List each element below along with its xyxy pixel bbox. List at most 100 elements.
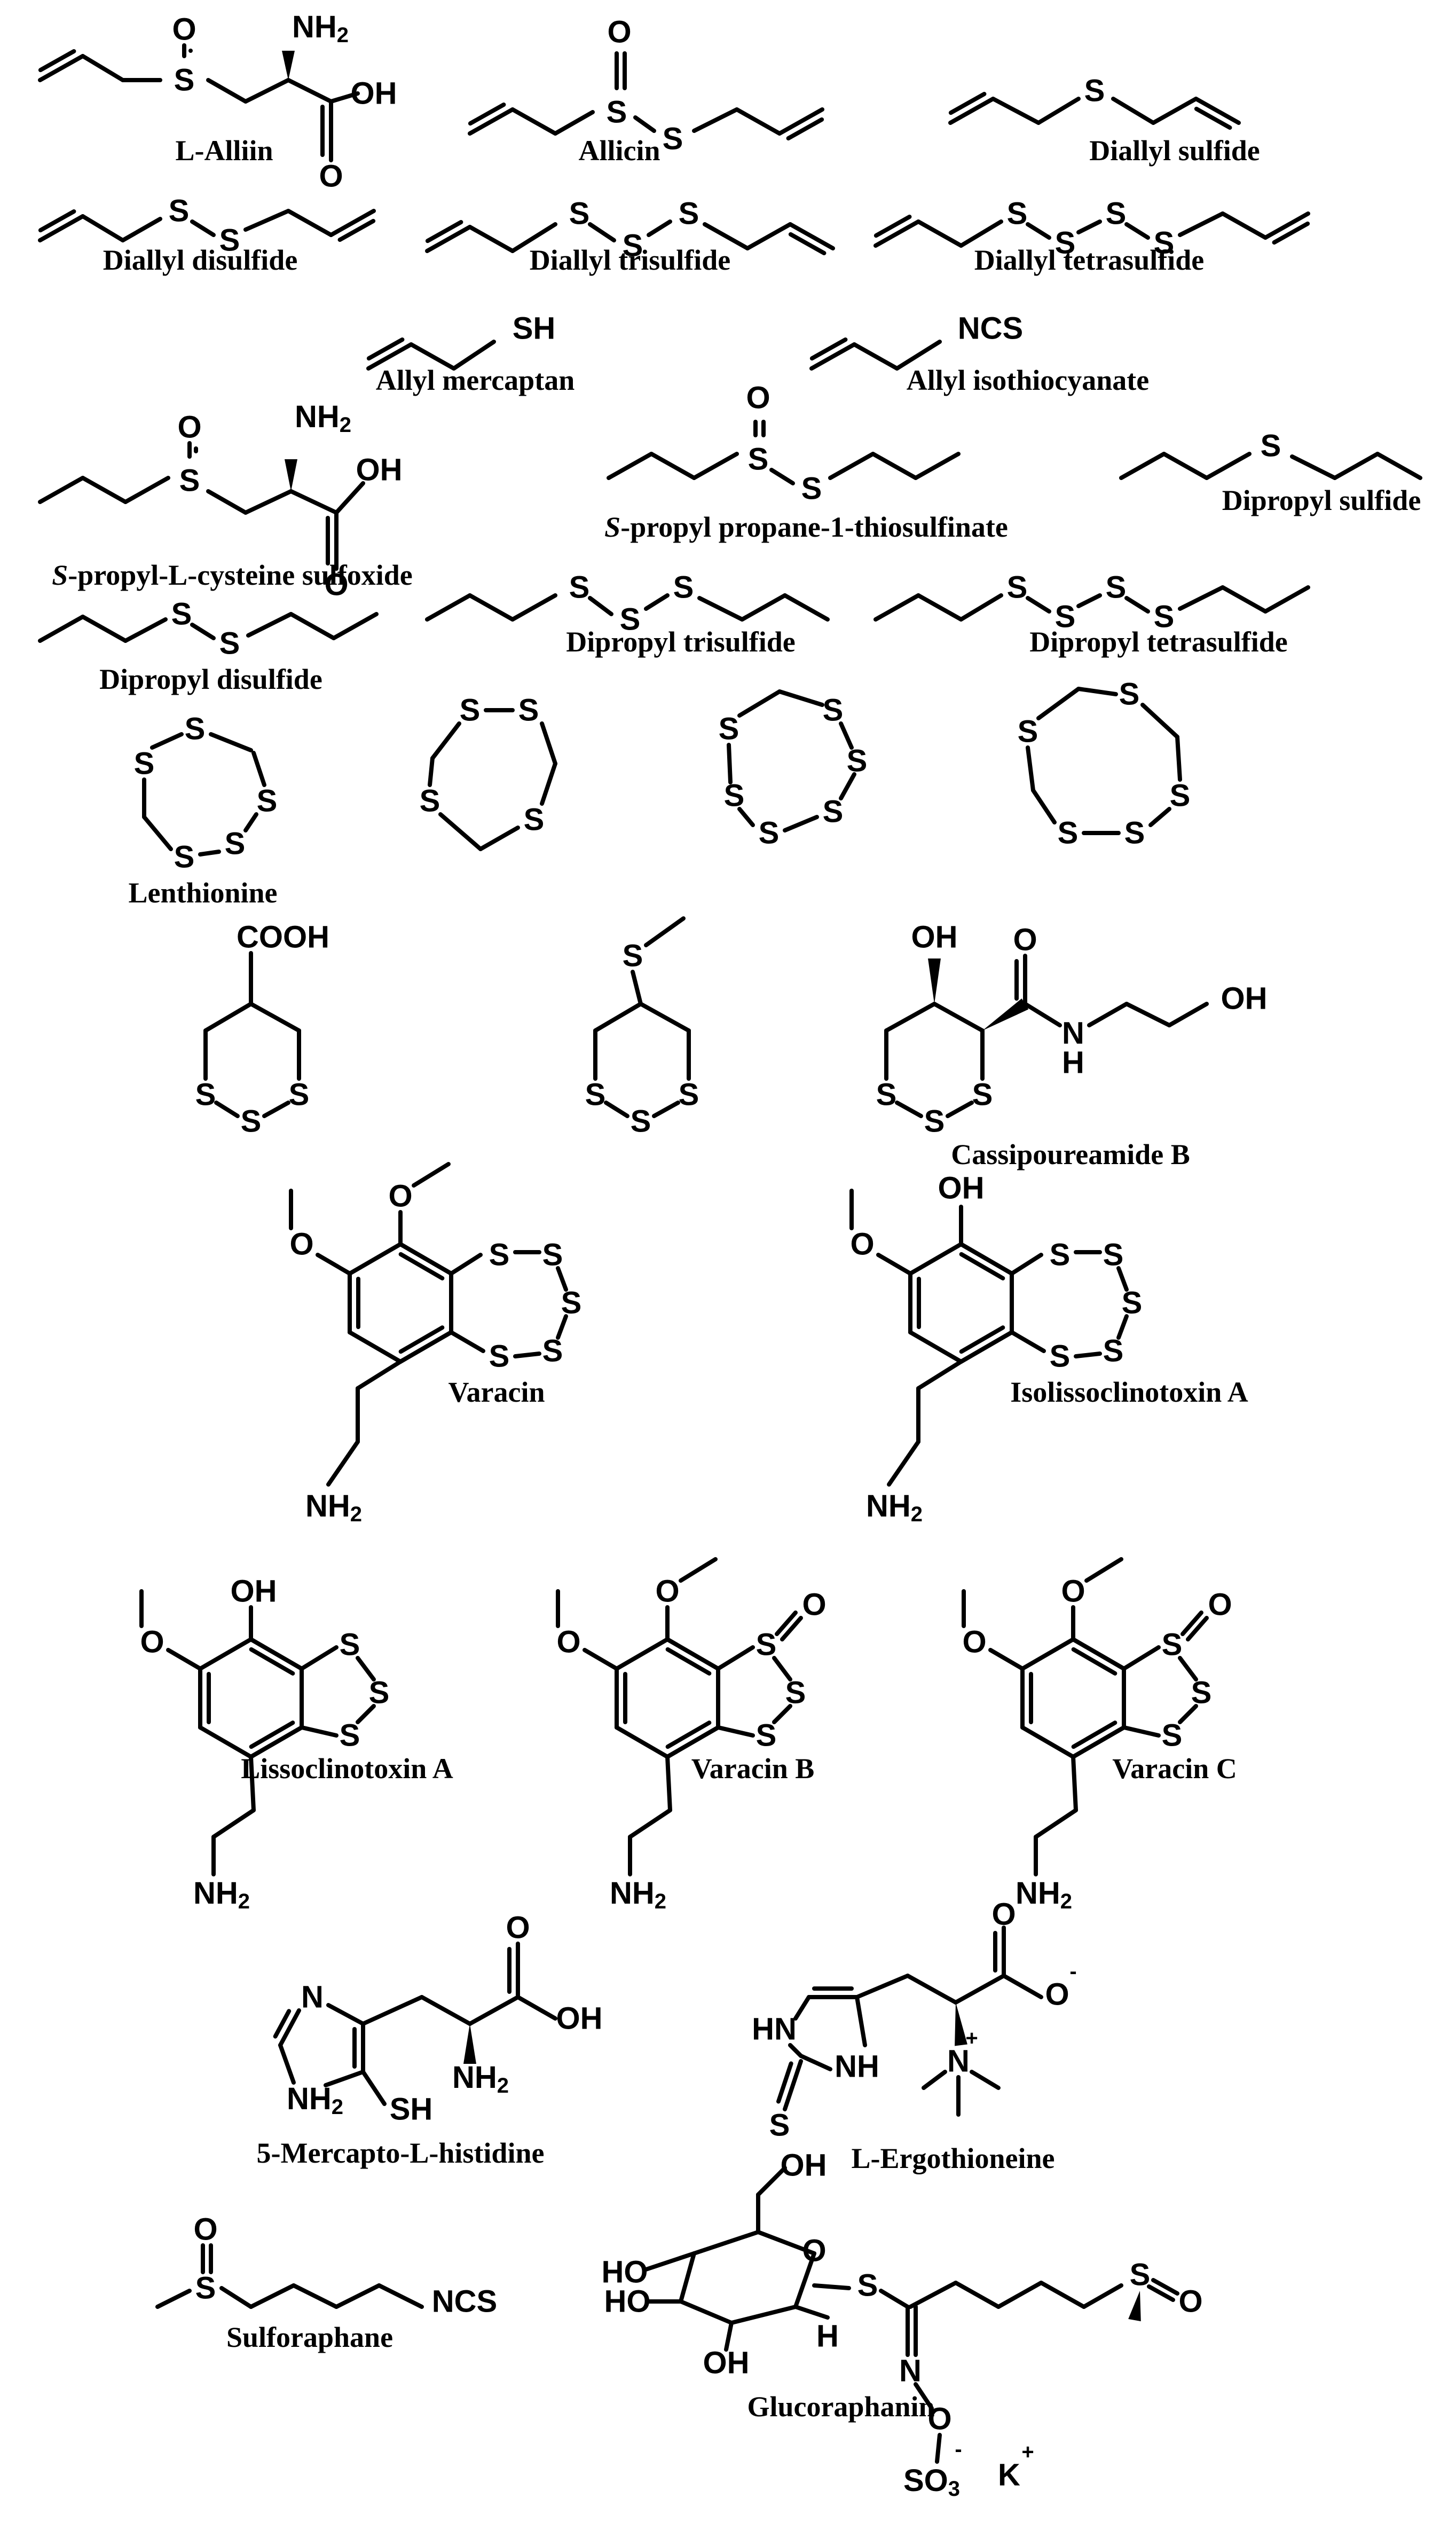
bond (510, 222, 557, 253)
bond (697, 596, 744, 622)
bond (1010, 1330, 1046, 1353)
sulfur-atom: S (1103, 1334, 1124, 1369)
bond (1076, 219, 1102, 234)
bond (895, 340, 942, 371)
bond (249, 1637, 304, 1671)
bond (828, 452, 875, 480)
bond (324, 2070, 365, 2087)
bond (190, 623, 216, 640)
bond (425, 225, 472, 253)
sulfur-atom: S (1170, 779, 1191, 813)
sulfur-atom: S (876, 1078, 897, 1112)
bond (1026, 745, 1035, 792)
compound-name: Diallyl disulfide (103, 244, 298, 276)
bond (1036, 687, 1081, 720)
sulfur-atom: S (169, 194, 190, 229)
bond (316, 1253, 352, 1276)
benzene-ring (1020, 1637, 1075, 1671)
bond (142, 815, 173, 851)
wedge-bond (282, 51, 295, 80)
bond (361, 2070, 387, 2106)
oxygen-atom: O (1013, 923, 1037, 957)
oxygen-atom: O (746, 381, 770, 415)
hydroxyl-group: HO (602, 2255, 648, 2290)
sulfur-atom: S (679, 197, 699, 231)
bond (716, 1725, 755, 1738)
bond (593, 1002, 643, 1033)
bond (783, 593, 830, 622)
sulfur-atom: S (219, 223, 240, 258)
bond (1178, 211, 1225, 237)
sulfur-atom: S (420, 784, 440, 819)
bond (150, 732, 184, 750)
bond (692, 107, 739, 133)
bond (1178, 1656, 1198, 1682)
sulfur-atom: S (1103, 1238, 1124, 1272)
bond (249, 2283, 296, 2309)
compound-name: Glucoraphanin (747, 2391, 934, 2423)
sulfur-atom: S (1191, 1676, 1212, 1710)
sulfur-atom: S (1050, 1238, 1071, 1272)
bond (289, 489, 339, 515)
wedge-bond (1128, 2291, 1141, 2322)
oxygen-atom: O (1208, 1588, 1232, 1622)
amine-group: NH2 (1016, 1876, 1072, 1914)
bond (398, 1330, 453, 1364)
compound-name: Allicin (578, 135, 660, 167)
bond (334, 2283, 381, 2309)
pyranose-ring (756, 2230, 816, 2256)
benzene-ring (908, 1330, 963, 1364)
bond (1116, 1266, 1129, 1292)
double-bond-line (1194, 106, 1232, 130)
sulfur-atom: S (1050, 1339, 1071, 1374)
double-bond-line (1071, 1647, 1117, 1676)
potassium-ion: K (998, 2458, 1020, 2493)
double-bond-line (366, 337, 405, 361)
compound-name: Varacin B (691, 1753, 815, 1785)
sulfur-atom: S (171, 597, 192, 632)
bond (332, 612, 379, 640)
bond (513, 1352, 541, 1358)
pyranose-ring (793, 2251, 816, 2309)
sulfur-atom: S (1162, 1628, 1183, 1662)
bond (879, 2289, 910, 2309)
benzene-ring (1020, 1725, 1075, 1759)
sulfur-atom: S (1130, 2258, 1151, 2292)
bond (644, 2251, 696, 2272)
bond (775, 1610, 798, 1636)
bond (468, 107, 515, 136)
bond (1031, 788, 1057, 824)
bond (783, 815, 819, 832)
sulfur-atom: S (1162, 1718, 1183, 1753)
bond (737, 807, 755, 827)
hydroxyl-group: OH (938, 1171, 985, 1206)
double-bond-line (425, 219, 463, 243)
bond (788, 222, 835, 250)
hydrogen-atom: H (1062, 1046, 1084, 1080)
bond (737, 689, 782, 718)
bond (665, 1755, 672, 1812)
bond (644, 916, 686, 947)
sulfur-atom: S (369, 1676, 390, 1710)
sulfur-atom: S (460, 693, 481, 728)
bond (452, 340, 496, 371)
thiol-group: SH (513, 311, 556, 346)
bond (1087, 1002, 1129, 1027)
bond (377, 2283, 424, 2309)
bond (468, 1995, 520, 2026)
bond (1205, 452, 1252, 480)
compound-name: Diallyl tetrasulfide (974, 244, 1204, 276)
sulfur-atom: S (769, 2108, 790, 2143)
bond (420, 1995, 472, 2026)
sulfur-atom: S (561, 1286, 582, 1321)
bond (155, 2289, 192, 2309)
sulfur-atom: S (823, 795, 844, 829)
bond (1221, 585, 1268, 614)
bond (772, 1704, 792, 1724)
bond (1026, 222, 1051, 240)
oxygen-atom: O (802, 1588, 826, 1622)
sulfur-atom: S (823, 693, 844, 728)
bond (1221, 211, 1268, 240)
bond (1071, 1725, 1126, 1759)
sulfur-atom: S (759, 816, 780, 851)
